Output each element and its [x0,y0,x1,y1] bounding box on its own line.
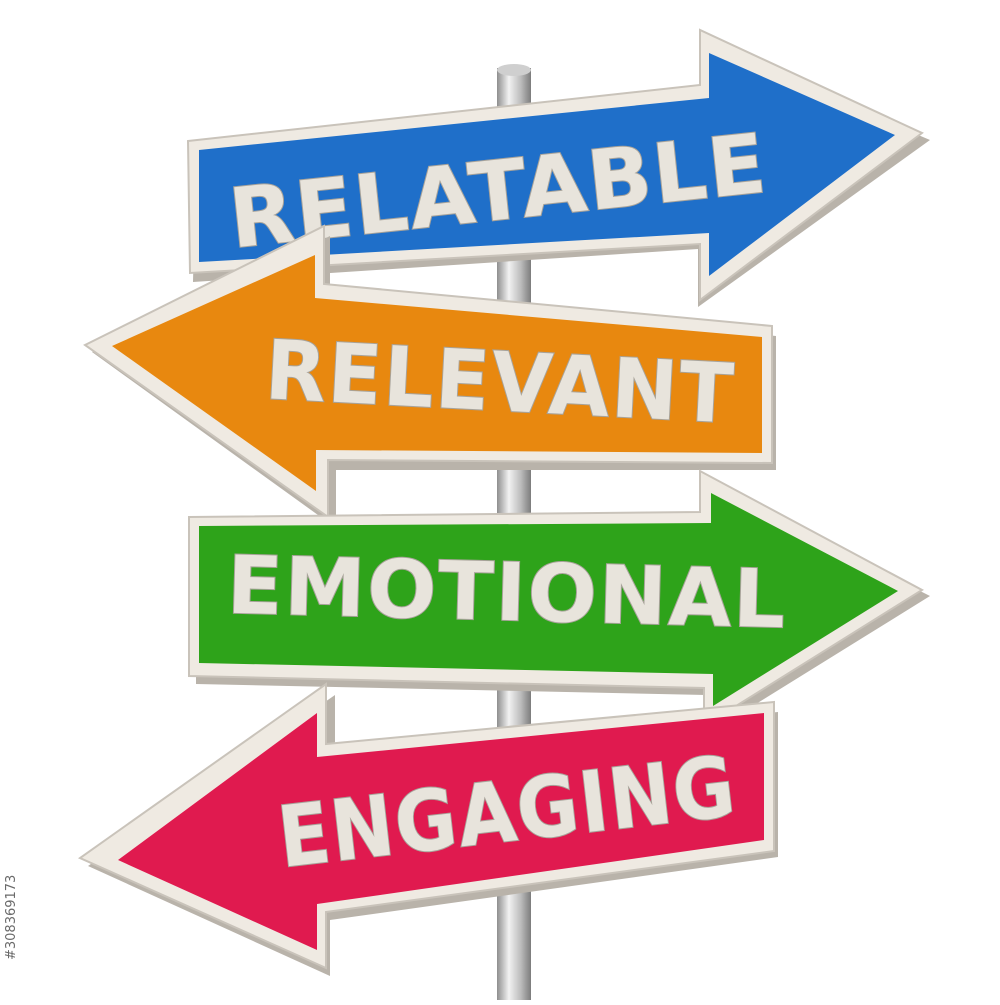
sign-engaging: ENGAGING [77,682,778,976]
stock-image-id: #308369173 [4,874,19,960]
sign-relevant-face [112,255,762,491]
sign-relatable: RELATABLE [186,28,930,307]
pole-cap [497,64,531,76]
sign-emotional-face [199,493,898,706]
sign-emotional: EMOTIONAL [188,469,930,735]
sign-engaging-face [118,713,764,950]
sign-relatable-face [199,53,895,276]
sign-emotional-label: EMOTIONAL [226,539,788,647]
sign-relevant: RELEVANT [83,224,776,528]
